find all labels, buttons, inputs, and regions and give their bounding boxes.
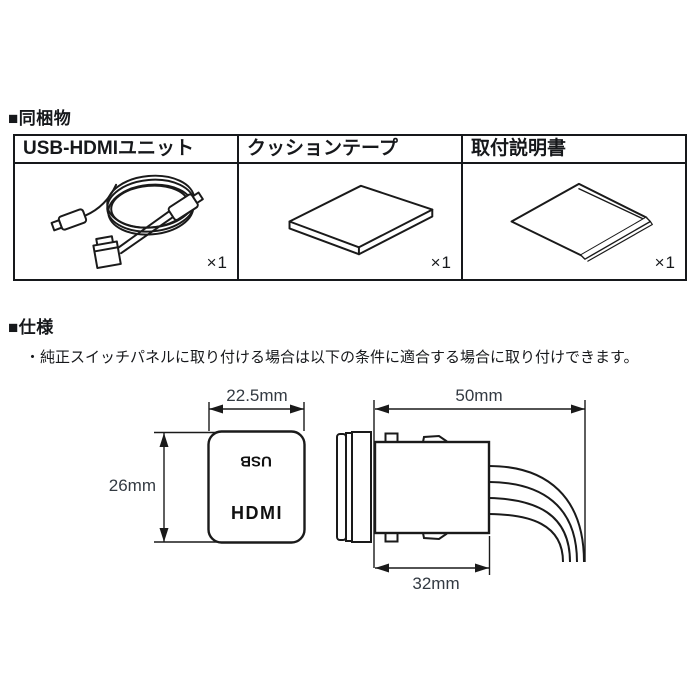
quantity-label: ×1 xyxy=(430,253,452,272)
panel-connector xyxy=(92,235,122,270)
mount-tab-bottom xyxy=(384,532,399,543)
quantity-label: ×1 xyxy=(654,253,676,272)
cushion-tape-illustration xyxy=(288,184,434,256)
included-items-table: USB-HDMIユニット xyxy=(13,134,687,281)
unit-front-face xyxy=(207,430,306,544)
included-item-cushion-tape: クッションテープ ×1 xyxy=(237,136,461,279)
spec-heading: ■仕様 xyxy=(8,318,54,337)
tape-top-face xyxy=(288,184,434,249)
booklet-fold-line xyxy=(578,188,644,220)
body-depth-dimension-label: 32mm xyxy=(412,574,459,593)
booklet-cover xyxy=(510,182,648,257)
dimension-width-22-5mm: 22.5mm xyxy=(208,386,305,431)
mount-clip-bottom xyxy=(422,532,448,541)
quantity-label: ×1 xyxy=(206,253,228,272)
included-item-usb-hdmi-unit: USB-HDMIユニット xyxy=(15,136,237,279)
width-dimension-label: 22.5mm xyxy=(226,386,287,405)
flange-front-cap xyxy=(336,433,347,541)
manual-booklet-illustration xyxy=(510,182,653,262)
included-item-illustration-cell: ×1 xyxy=(239,164,461,279)
dimension-body-32mm: 32mm xyxy=(375,536,491,593)
hdmi-plug xyxy=(167,191,204,221)
height-dimension-label: 26mm xyxy=(109,476,156,495)
dimension-depth-50mm: 50mm xyxy=(373,386,586,568)
front-view-drawing: USB HDMI xyxy=(207,430,306,544)
cable-line xyxy=(120,213,178,255)
mount-clip-top xyxy=(422,434,448,443)
usb-plug xyxy=(50,208,88,232)
included-item-illustration-cell: ×1 xyxy=(15,164,237,279)
included-item-illustration-cell: ×1 xyxy=(463,164,685,279)
included-item-name: USB-HDMIユニット xyxy=(15,136,237,164)
booklet-page-edges xyxy=(580,217,652,260)
included-item-name: クッションテープ xyxy=(239,136,461,164)
included-item-manual: 取付説明書 ×1 xyxy=(461,136,685,279)
usb-port-label: USB xyxy=(240,453,272,470)
booklet-page-edge-2 xyxy=(587,220,653,262)
unit-body xyxy=(373,440,491,535)
flange-body xyxy=(351,431,372,543)
cable-line xyxy=(115,208,173,251)
side-view-drawing xyxy=(336,431,585,563)
included-items-heading: ■同梱物 xyxy=(8,109,72,128)
mount-tab-top xyxy=(384,432,399,443)
cable-line xyxy=(84,183,118,217)
hdmi-port-label: HDMI xyxy=(231,503,283,523)
usb-hdmi-cable-illustration xyxy=(50,174,204,270)
included-item-name: 取付説明書 xyxy=(463,136,685,164)
dimension-diagram: USB HDMI 22.5mm 26mm xyxy=(109,386,586,593)
wire-harness xyxy=(488,465,585,563)
overall-depth-dimension-label: 50mm xyxy=(455,386,502,405)
dimension-height-26mm: 26mm xyxy=(109,431,218,543)
spec-note: ・純正スイッチパネルに取り付ける場合は以下の条件に適合する場合に取り付けできます… xyxy=(25,349,639,366)
